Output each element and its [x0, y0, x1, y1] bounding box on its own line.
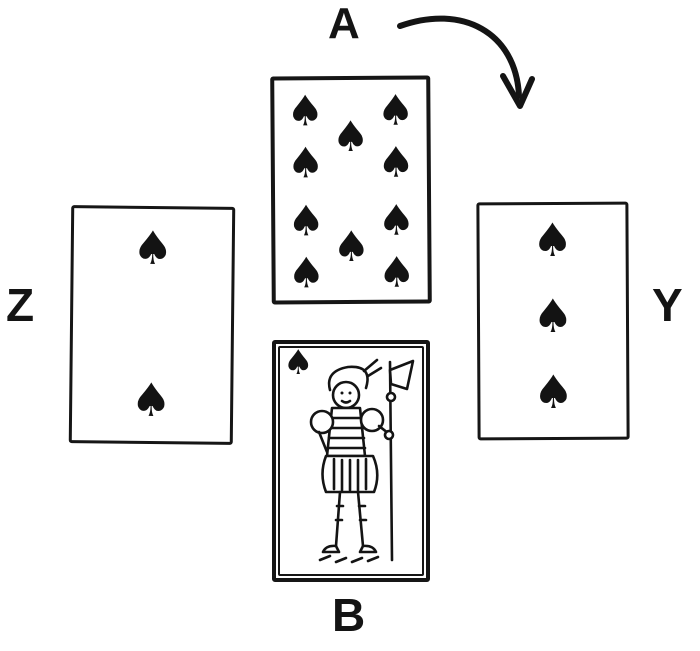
arrow-head	[500, 73, 535, 109]
halberd-guard	[385, 391, 397, 403]
card-south-jack-of-spades: ♠	[272, 340, 430, 582]
spade-icon: ♠	[283, 343, 314, 383]
player-label-north: A	[328, 0, 360, 48]
spade-icon: ♠	[376, 85, 415, 135]
jack-right-sleeve	[359, 407, 385, 433]
spade-icon: ♠	[377, 247, 416, 297]
card-north-ten-of-spades: ♠ ♠ ♠ ♠ ♠ ♠ ♠ ♠ ♠ ♠	[270, 75, 432, 305]
halberd-blade	[388, 359, 415, 391]
jack-hand	[383, 429, 395, 441]
jack-figure	[309, 358, 415, 564]
jack-right-foot	[358, 544, 378, 554]
spade-icon: ♠	[287, 196, 326, 246]
jack-left-sleeve	[309, 409, 335, 435]
spade-icon: ♠	[376, 137, 415, 187]
spade-icon: ♠	[532, 364, 575, 420]
player-label-south: B	[332, 589, 366, 641]
spade-icon: ♠	[130, 372, 173, 428]
spade-icon: ♠	[531, 212, 574, 268]
spade-icon: ♠	[131, 220, 174, 276]
spade-icon: ♠	[287, 248, 326, 298]
card-west-two-of-spades: ♠ ♠	[68, 205, 236, 445]
spade-icon: ♠	[286, 138, 325, 188]
spade-icon: ♠	[286, 86, 325, 136]
spade-icon: ♠	[532, 288, 574, 344]
arrow-curve	[397, 15, 522, 99]
spade-icon: ♠	[332, 221, 371, 272]
clockwise-arrow-icon	[397, 15, 535, 109]
jack-head	[331, 380, 361, 410]
player-label-east: Y	[652, 279, 683, 331]
player-label-west: Z	[6, 279, 35, 331]
jack-left-foot	[321, 544, 341, 554]
card-east-three-of-spades: ♠ ♠ ♠	[476, 201, 630, 441]
spade-icon: ♠	[331, 111, 370, 162]
spade-icon: ♠	[377, 195, 416, 245]
